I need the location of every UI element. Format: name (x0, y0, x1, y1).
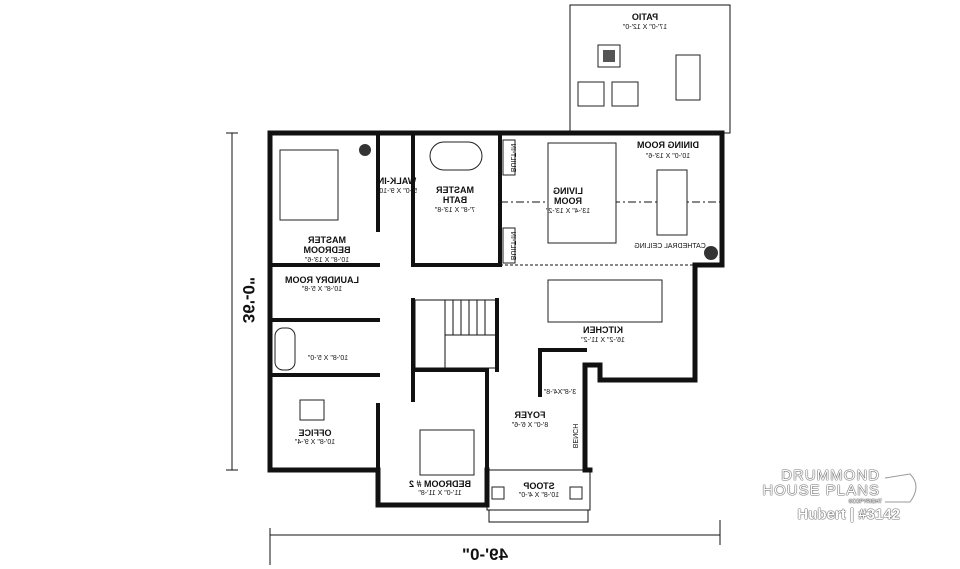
master-bath-label: MASTER (436, 185, 475, 195)
kitchen-label: KITCHEN (583, 325, 623, 335)
patio-label: PATIO (632, 12, 658, 22)
svg-text:13'-4" X 13'-2": 13'-4" X 13'-2" (545, 208, 590, 215)
office-chair (299, 399, 325, 421)
svg-text:BEDROOM: BEDROOM (304, 245, 351, 255)
dining-table (656, 169, 688, 236)
svg-text:10'-8" X 4'-0": 10'-8" X 4'-0" (518, 492, 559, 499)
built-in-note: BUILT-IN (509, 232, 516, 260)
overall-depth: 36'-0" (239, 277, 258, 323)
svg-text:10'-8" X 13'-6": 10'-8" X 13'-6" (304, 257, 349, 264)
laundry-label: LAUNDRY ROOM (285, 275, 359, 285)
svg-text:17'-0" X 12'-0": 17'-0" X 12'-0" (622, 24, 667, 31)
overall-width: 49'-0" (462, 545, 508, 564)
fire-pit-center (603, 50, 615, 62)
svg-text:10'-8" X 5'-8": 10'-8" X 5'-8" (301, 286, 342, 293)
bath-size: 10'-8" X 5'-0" (307, 355, 348, 362)
dining-label: DINING ROOM (637, 140, 699, 150)
master-bed (279, 149, 339, 221)
exterior-wall (267, 130, 725, 473)
svg-text:5'-0" X 9'-10": 5'-0" X 9'-10" (376, 188, 417, 195)
cathedral-note: CATHEDRAL CEILING (634, 243, 706, 250)
model-name: Hubert | #3142 (797, 506, 900, 523)
patio-chair (611, 81, 639, 107)
svg-text:BATH: BATH (443, 195, 467, 205)
bed-2 (419, 429, 475, 476)
office-label: OFFICE (299, 428, 332, 438)
drummond-logo: DRUMMOND HOUSE PLANS ©COPYRIGHT Hubert |… (760, 468, 940, 524)
master-bedroom-label: MASTER (308, 235, 347, 245)
plant-icon (359, 144, 371, 156)
patio-table (675, 54, 701, 101)
svg-text:7'-8" X 13'-8": 7'-8" X 13'-8" (434, 207, 475, 214)
sofa (547, 142, 617, 244)
kitchen-island (547, 279, 663, 323)
closet-size: 3'-8"X4'-8" (543, 389, 576, 396)
plant-icon (704, 246, 718, 260)
stoop-label: STOOP (523, 481, 554, 491)
svg-text:11'-0" X 11'-8": 11'-0" X 11'-8" (418, 490, 462, 497)
staircase (414, 299, 498, 369)
svg-text:16'-2" X 11'-2": 16'-2" X 11'-2" (581, 337, 625, 344)
svg-text:8'-0" X 6'-6": 8'-0" X 6'-6" (511, 422, 548, 429)
svg-text:10'-8" X 9'-4": 10'-8" X 9'-4" (294, 439, 335, 446)
built-in-note: BUILT-IN (509, 144, 516, 172)
bathtub-2 (274, 327, 296, 371)
bathtub (429, 141, 483, 171)
bedroom2-label: BEDROOM # 2 (409, 479, 471, 489)
patio-chair (577, 81, 605, 107)
walkin-label: WALK-IN (378, 176, 417, 186)
svg-text:ROOM: ROOM (554, 196, 582, 206)
living-label: LIVING (553, 186, 583, 196)
logo-mark (884, 473, 917, 503)
svg-text:10'-0" X 13'-6": 10'-0" X 13'-6" (645, 153, 690, 160)
bench-note: BENCH (571, 424, 578, 449)
foyer-label: FOYER (514, 410, 546, 420)
